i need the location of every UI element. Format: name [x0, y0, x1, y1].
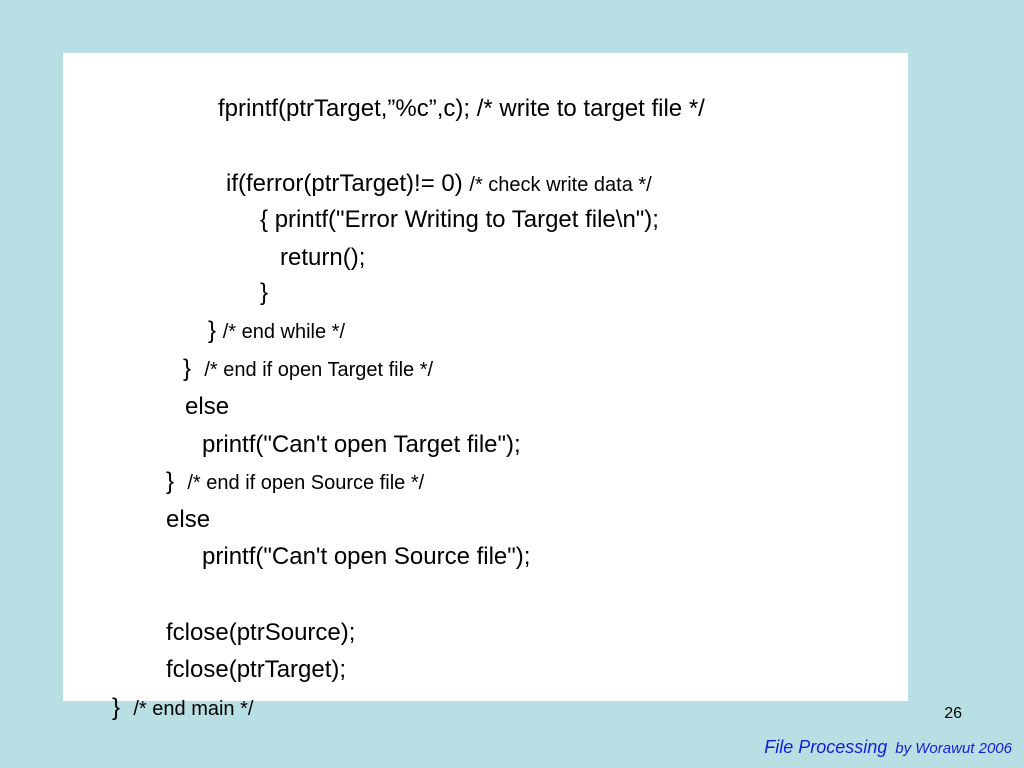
footer-title: File Processing: [764, 737, 888, 757]
code-line: } /* end if open Source file */: [126, 440, 424, 525]
footer: File Processing by Worawut 2006: [764, 737, 1012, 758]
code-line: return();: [240, 216, 365, 301]
code-text: printf("Can't open Target file");: [202, 431, 521, 458]
code-comment: /* end while */: [222, 321, 345, 343]
code-text: }: [183, 355, 205, 382]
code-line: if(ferror(ptrTarget)!= 0) /* check write…: [186, 142, 652, 227]
footer-author: by Worawut 2006: [895, 740, 1012, 757]
code-text: { printf("Error Writing to Target file\n…: [260, 206, 659, 233]
code-panel: fprintf(ptrTarget,”%c”,c); /* write to t…: [63, 53, 908, 721]
slide-number: 26: [944, 705, 962, 722]
code-comment: /* end main */: [133, 698, 254, 720]
code-text: }: [112, 694, 134, 721]
code-comment: /* end if open Source file */: [187, 472, 425, 494]
code-comment: /* end if open Target file */: [204, 359, 434, 381]
code-line: } /* end if open Target file */: [143, 327, 433, 412]
code-line: else: [126, 478, 210, 563]
code-text: fclose(ptrSource);: [166, 619, 356, 646]
code-text: }: [166, 468, 188, 495]
code-text: }: [208, 317, 223, 344]
code-text: printf("Can't open Source file");: [202, 543, 531, 570]
code-comment: /* check write data */: [469, 174, 652, 196]
code-line: } /* end while */: [168, 289, 345, 374]
code-line: fclose(ptrSource);: [126, 591, 355, 676]
code-text: fclose(ptrTarget);: [166, 656, 347, 683]
code-text: fprintf(ptrTarget,”%c”,c); /* write to t…: [218, 95, 705, 122]
code-text: else: [185, 393, 230, 420]
code-line: printf("Can't open Source file");: [162, 515, 530, 600]
code-text: return();: [280, 244, 366, 271]
code-text: if(ferror(ptrTarget)!= 0): [226, 170, 470, 197]
code-line: printf("Can't open Target file");: [162, 403, 521, 488]
code-line: }: [220, 251, 268, 336]
code-line: else: [145, 365, 229, 450]
code-line: } /* end main */: [72, 666, 253, 751]
code-text: else: [166, 506, 211, 533]
code-line: fclose(ptrTarget);: [126, 628, 346, 713]
code-line: fprintf(ptrTarget,”%c”,c); /* write to t…: [178, 67, 705, 152]
code-line: { printf("Error Writing to Target file\n…: [220, 178, 659, 263]
code-text: }: [260, 279, 269, 306]
